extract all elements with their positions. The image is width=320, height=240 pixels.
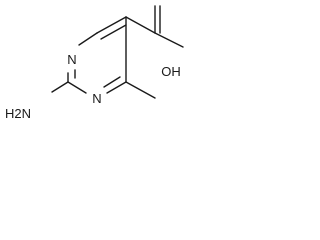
bond-n1-c6 (78, 32, 98, 46)
bond-c2-amino (51, 81, 69, 93)
bond-carboxyl-c-oh (154, 32, 184, 48)
bond-n3-c2 (67, 81, 87, 94)
chemical-structure-diagram: N N OH H2N (5, 5, 184, 121)
bond-c4-n3 (106, 81, 127, 94)
bond-c4-n3-double-inner (103, 76, 121, 88)
atom-n1: N (67, 52, 76, 67)
bond-c4-methyl (125, 81, 156, 99)
atom-labels: N N OH H2N (5, 52, 181, 121)
atom-oh: OH (161, 64, 181, 79)
bond-c6-c5-double-inner (100, 24, 127, 40)
bond-c5-carboxyl-carbon (125, 16, 156, 34)
atom-n3: N (92, 91, 101, 106)
atom-h2n: H2N (5, 106, 31, 121)
bonds (51, 5, 184, 99)
bond-c6-c5 (96, 16, 127, 34)
